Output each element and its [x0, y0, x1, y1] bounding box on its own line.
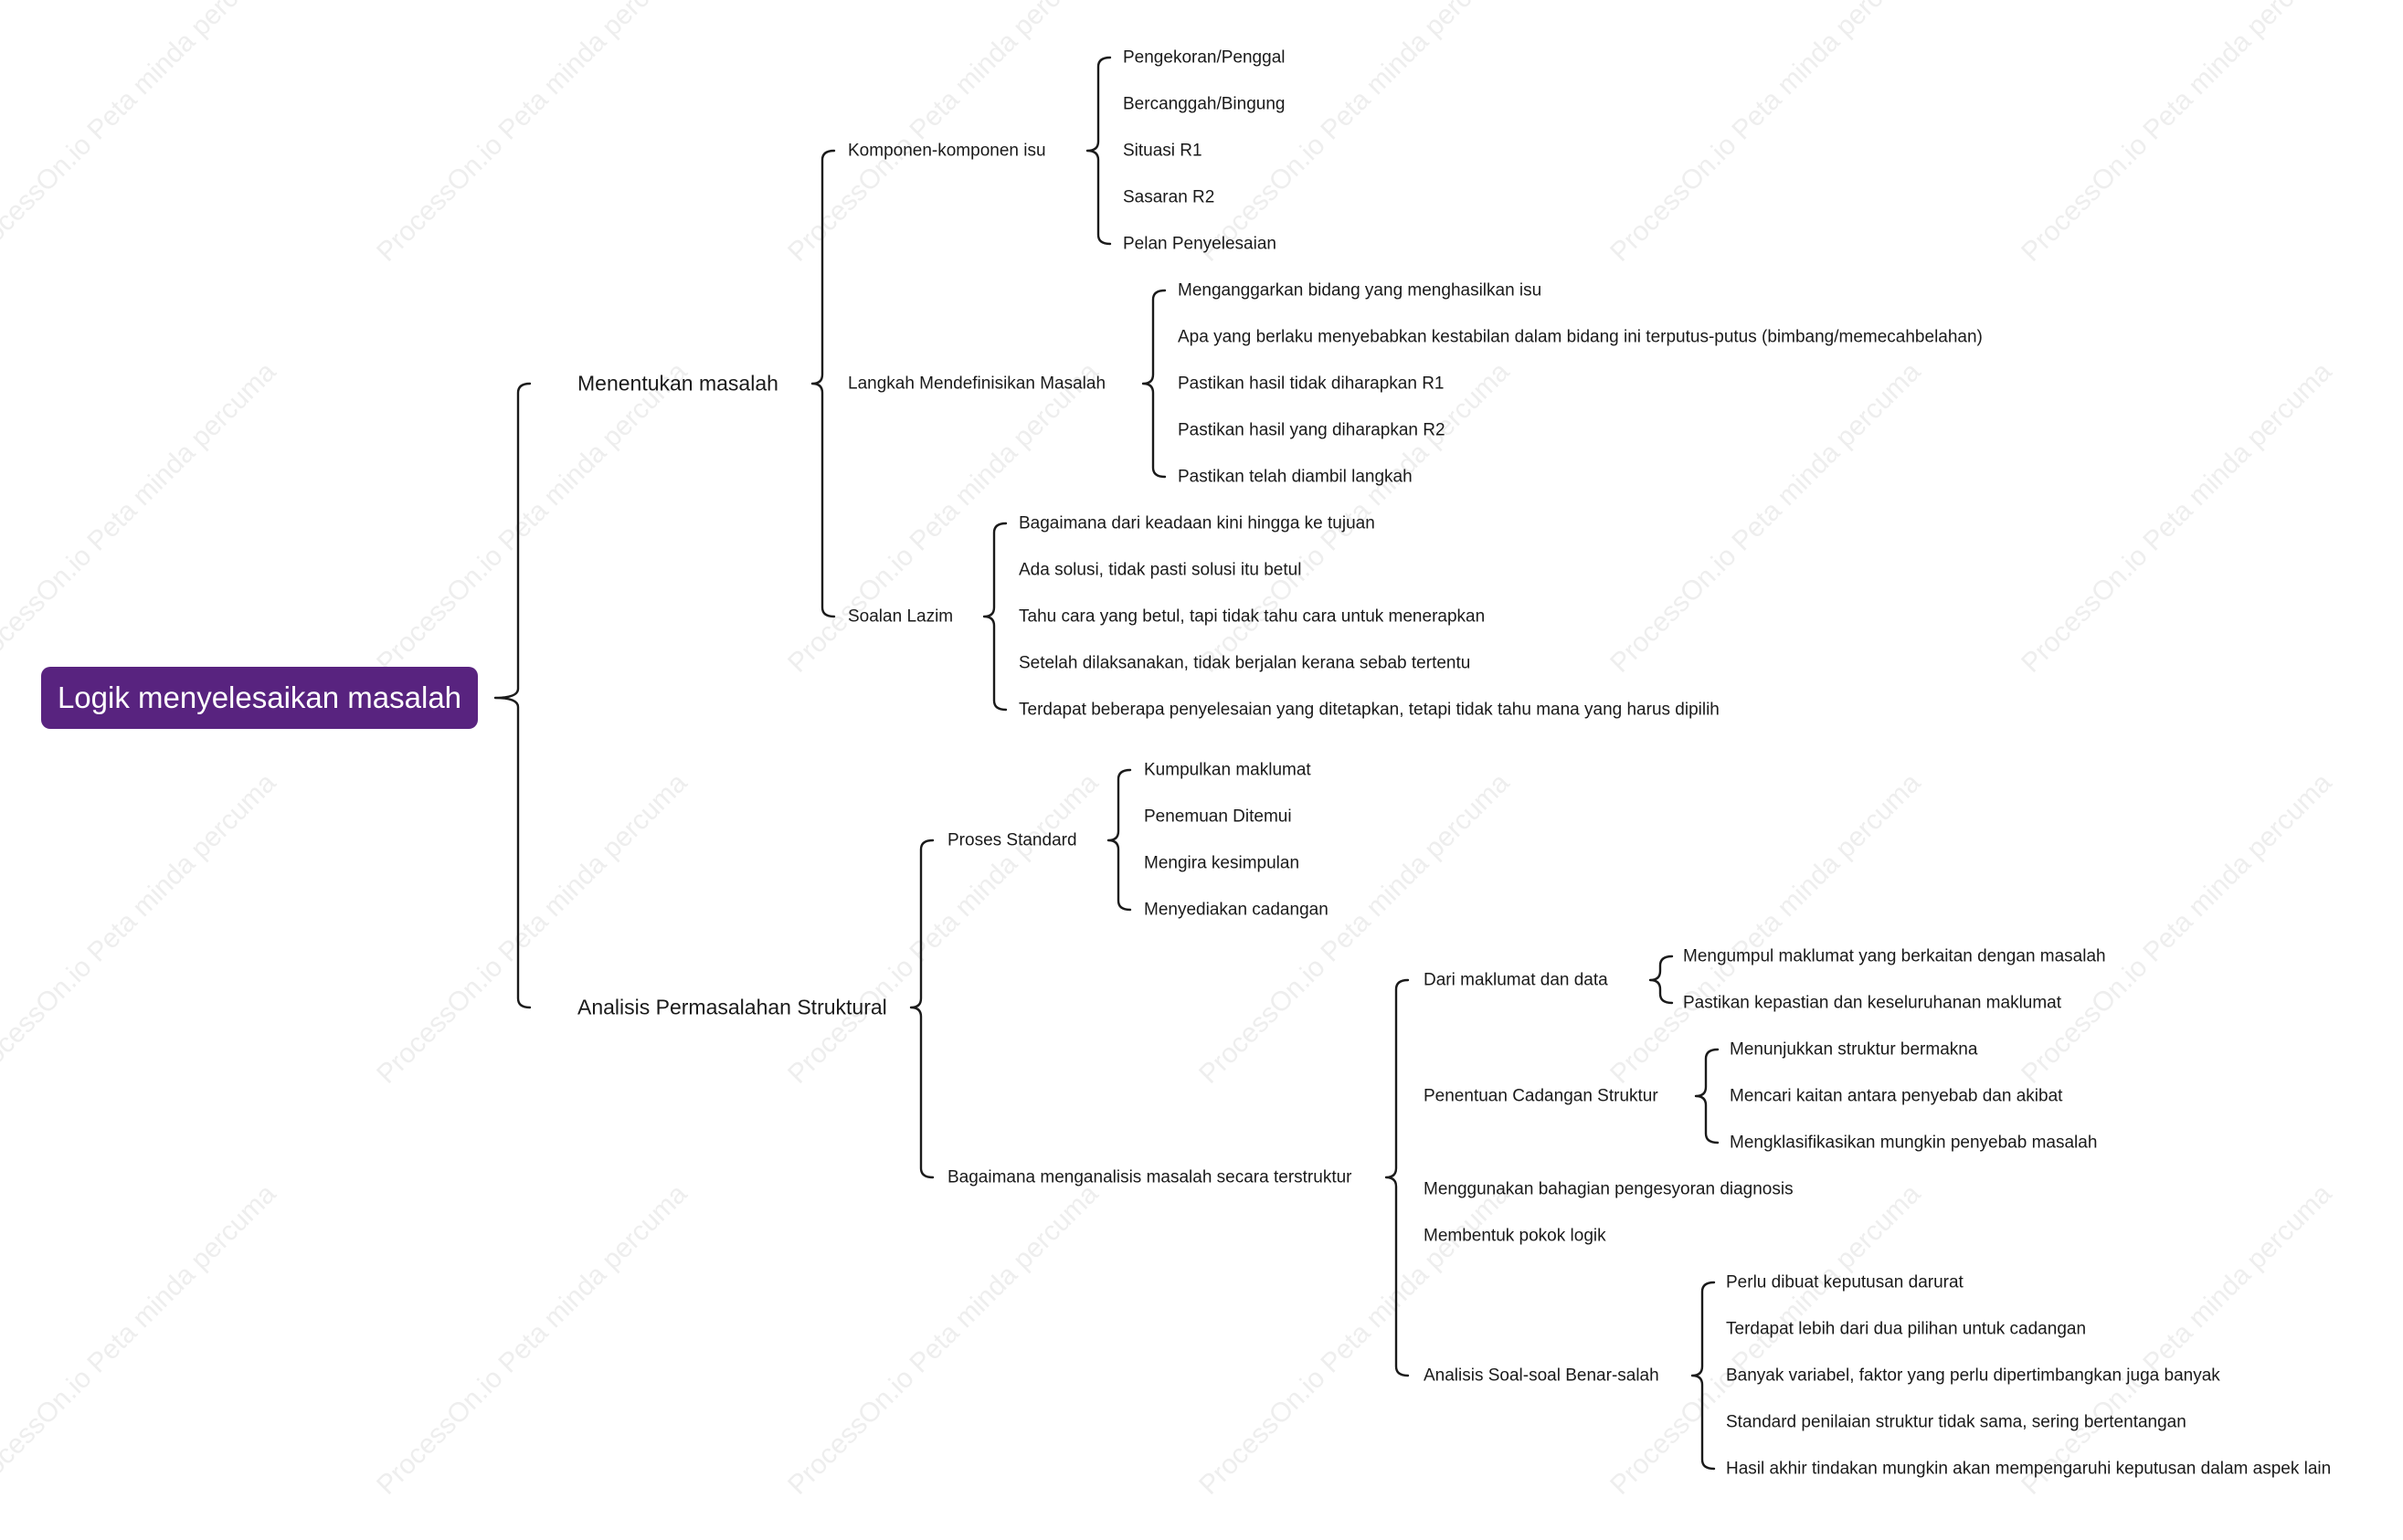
- brace-root: [493, 382, 532, 1009]
- brace-analisis-permasalahan: [909, 839, 935, 1179]
- item-menggunakan-bahagian-pengesyoran[interactable]: Menggunakan bahagian pengesyoran diagnos…: [1424, 1179, 1794, 1199]
- item-bercanggah-bingung[interactable]: Bercanggah/Bingung: [1123, 94, 1286, 114]
- item-mengira-kesimpulan[interactable]: Mengira kesimpulan: [1144, 853, 1300, 873]
- brace-dari-maklumat: [1648, 955, 1674, 1005]
- item-pastikan-hasil-tidak-diharapkan[interactable]: Pastikan hasil tidak diharapkan R1: [1178, 374, 1445, 394]
- item-apa-yang-berlaku[interactable]: Apa yang berlaku menyebabkan kestabilan …: [1178, 327, 1983, 347]
- item-bagaimana-dari-keadaan-kini[interactable]: Bagaimana dari keadaan kini hingga ke tu…: [1019, 513, 1375, 533]
- subtopic-dari-maklumat-dan-data[interactable]: Dari maklumat dan data: [1424, 970, 1608, 990]
- subtopic-langkah-mendefinisikan-masalah[interactable]: Langkah Mendefinisikan Masalah: [848, 374, 1106, 394]
- item-menganggarkan-bidang[interactable]: Menganggarkan bidang yang menghasilkan i…: [1178, 280, 1542, 301]
- item-perlu-dibuat-keputusan[interactable]: Perlu dibuat keputusan darurat: [1726, 1272, 1964, 1292]
- topic-menentukan-masalah[interactable]: Menentukan masalah: [577, 371, 778, 396]
- brace-bagaimana-menganalisis: [1384, 978, 1410, 1377]
- brace-penentuan-cadangan: [1694, 1048, 1720, 1144]
- root-topic-node[interactable]: Logik menyelesaikan masalah: [41, 667, 478, 729]
- subtopic-penentuan-cadangan-struktur[interactable]: Penentuan Cadangan Struktur: [1424, 1086, 1658, 1106]
- brace-komponen-isu: [1085, 56, 1112, 246]
- item-menyediakan-cadangan[interactable]: Menyediakan cadangan: [1144, 900, 1329, 920]
- subtopic-proses-standard[interactable]: Proses Standard: [947, 830, 1077, 850]
- item-standard-penilaian[interactable]: Standard penilaian struktur tidak sama, …: [1726, 1412, 2186, 1432]
- item-banyak-variabel[interactable]: Banyak variabel, faktor yang perlu diper…: [1726, 1366, 2220, 1386]
- topic-analisis-permasalahan-struktural[interactable]: Analisis Permasalahan Struktural: [577, 995, 887, 1019]
- item-penemuan-ditemui[interactable]: Penemuan Ditemui: [1144, 807, 1292, 827]
- brace-proses-standard: [1106, 768, 1132, 912]
- item-setelah-dilaksanakan[interactable]: Setelah dilaksanakan, tidak berjalan ker…: [1019, 653, 1471, 673]
- item-pastikan-telah-diambil-langkah[interactable]: Pastikan telah diambil langkah: [1178, 467, 1413, 487]
- brace-soalan-lazim: [982, 522, 1008, 712]
- item-hasil-akhir-tindakan[interactable]: Hasil akhir tindakan mungkin akan mempen…: [1726, 1459, 2332, 1479]
- item-ada-solusi[interactable]: Ada solusi, tidak pasti solusi itu betul: [1019, 560, 1302, 580]
- item-menunjukkan-struktur-bermakna[interactable]: Menunjukkan struktur bermakna: [1730, 1039, 1978, 1060]
- item-pastikan-kepastian[interactable]: Pastikan kepastian dan keseluruhanan mak…: [1683, 993, 2062, 1013]
- subtopic-analisis-soal-soal-benar-salah[interactable]: Analisis Soal-soal Benar-salah: [1424, 1366, 1659, 1386]
- item-mengumpul-maklumat-berkaitan[interactable]: Mengumpul maklumat yang berkaitan dengan…: [1683, 946, 2106, 966]
- brace-analisis-soal: [1690, 1281, 1716, 1471]
- item-terdapat-beberapa-penyelesaian[interactable]: Terdapat beberapa penyelesaian yang dite…: [1019, 700, 1720, 720]
- item-pelan-penyelesaian[interactable]: Pelan Penyelesaian: [1123, 234, 1276, 254]
- brace-menentukan-masalah: [810, 149, 836, 618]
- item-terdapat-lebih-dari-dua[interactable]: Terdapat lebih dari dua pilihan untuk ca…: [1726, 1319, 2087, 1339]
- item-mengklasifikasikan[interactable]: Mengklasifikasikan mungkin penyebab masa…: [1730, 1133, 2098, 1153]
- brace-langkah-mendefinisikan: [1141, 289, 1167, 479]
- item-pengekoran-penggal[interactable]: Pengekoran/Penggal: [1123, 47, 1286, 68]
- item-kumpulkan-maklumat[interactable]: Kumpulkan maklumat: [1144, 760, 1311, 780]
- item-membentuk-pokok-logik[interactable]: Membentuk pokok logik: [1424, 1226, 1606, 1246]
- item-pastikan-hasil-diharapkan[interactable]: Pastikan hasil yang diharapkan R2: [1178, 420, 1445, 440]
- subtopic-bagaimana-menganalisis[interactable]: Bagaimana menganalisis masalah secara te…: [947, 1167, 1352, 1187]
- subtopic-komponen-komponen-isu[interactable]: Komponen-komponen isu: [848, 141, 1046, 161]
- subtopic-soalan-lazim[interactable]: Soalan Lazim: [848, 607, 954, 627]
- item-sasaran-r2[interactable]: Sasaran R2: [1123, 187, 1215, 207]
- item-tahu-cara-yang-betul[interactable]: Tahu cara yang betul, tapi tidak tahu ca…: [1019, 607, 1486, 627]
- item-mencari-kaitan[interactable]: Mencari kaitan antara penyebab dan akiba…: [1730, 1086, 2063, 1106]
- item-situasi-r1[interactable]: Situasi R1: [1123, 141, 1202, 161]
